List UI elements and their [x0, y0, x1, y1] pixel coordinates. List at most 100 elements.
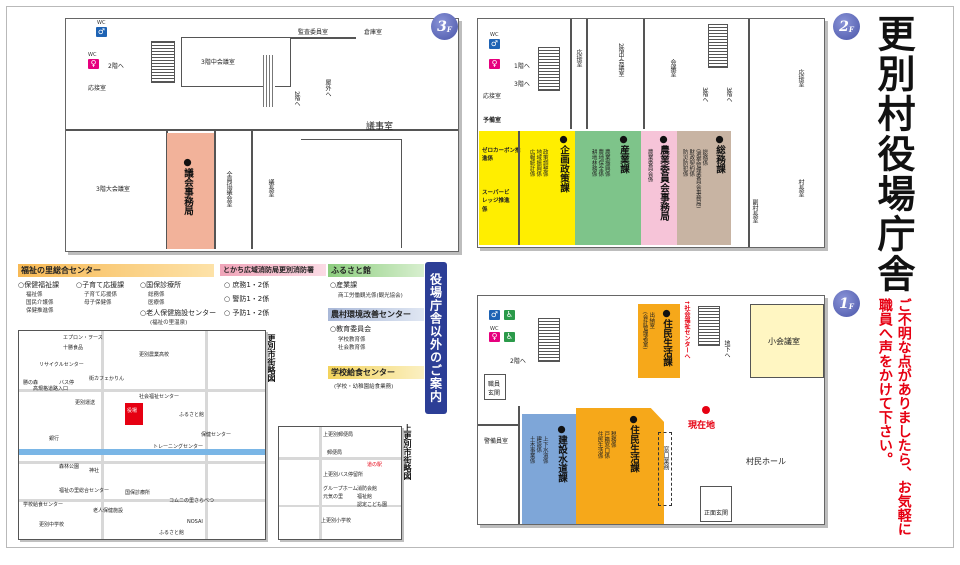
label-down: 2階へ: [293, 91, 300, 107]
welfare-sub: 保健推進係: [26, 308, 54, 314]
dept-planning[interactable]: 企画政策課: [558, 134, 569, 193]
wc-label: WC: [88, 52, 97, 58]
zone-cashier: [638, 304, 680, 378]
zone-resident: [576, 408, 664, 524]
map-label: 上更別バス停留所: [323, 472, 364, 478]
stairs: [538, 318, 560, 362]
map-label: 森林公園: [59, 464, 80, 470]
wc-female-icon: ♀: [489, 59, 500, 69]
hometown-sub: 商工労働観光係(観光協会): [338, 293, 403, 299]
map-label: コムニの里さらべつ: [169, 498, 215, 504]
label-down1: 1階へ: [514, 63, 530, 70]
map-label: 学校給食センター: [23, 502, 64, 508]
map-label: 神社: [89, 468, 100, 474]
welfare-sub: 母子保健係: [84, 300, 112, 306]
dept-resident-cashier[interactable]: 住民生活課: [661, 308, 672, 367]
map-label: 更別運送: [75, 400, 96, 406]
rural-sub: 学校教育係: [338, 337, 366, 343]
office-council[interactable]: [167, 133, 214, 249]
fire-item: ○ 庶務1・2係: [224, 281, 270, 289]
you-are-here-icon: [702, 406, 710, 414]
map-label: 道の駅: [367, 462, 383, 468]
zone-yellow: [479, 131, 575, 245]
wc-male-icon: ♂: [96, 27, 107, 37]
map-label: トレーニングセンター: [153, 444, 204, 450]
map-label: ふるさと館: [179, 412, 205, 418]
lunch-title: 学校給食センター: [328, 366, 424, 379]
notice-text: ご不明な点がありましたら、お気軽に職員へ声をかけて下さい。: [876, 298, 912, 536]
map-label: 国保診療所: [125, 490, 151, 496]
map-label: 消防会館: [357, 486, 378, 492]
room-small-meeting: 小会議室: [768, 337, 800, 346]
map-sarabetsu: エプロン・ヲース 十勝食品 更別農業高校 リサイクルセンター 勝の森 バス停 高…: [18, 330, 266, 540]
map-label: 福祉館: [357, 494, 373, 500]
fire-title: とかち広域消防局更別消防署: [220, 264, 326, 276]
room-assembly: 議事室: [366, 122, 394, 132]
map-label: 上更別小学校: [321, 518, 352, 524]
dept-industry[interactable]: 産業課: [618, 134, 629, 174]
map-label: 高規格道路入口: [33, 386, 69, 392]
dept-construction-sub: 上下水道係建設係土木事業係: [528, 436, 548, 464]
map-label: 上更別郵便局: [323, 432, 354, 438]
room-mayor: 村長室: [797, 179, 804, 197]
dept-cashier-sub: 出納室(会計管理者室): [641, 312, 655, 350]
accessible-icon: ♿: [504, 332, 515, 342]
map1-title: 更別市街略図: [267, 334, 276, 382]
dept-planning-sub: 政策調整係地域振興係広報統計係: [528, 149, 548, 177]
map-label: ふるさと館: [159, 530, 185, 536]
marker-town-hall: [125, 403, 143, 425]
map-label: グループホーム: [323, 486, 358, 492]
map-label: 更別農業高校: [139, 352, 170, 358]
label-down2: 2階へ: [510, 358, 526, 365]
map-label: 福祉の里総合センター: [59, 488, 110, 494]
room-hall: 村民ホール: [746, 457, 786, 466]
welfare-title: 福祉の里総合センター: [18, 264, 214, 277]
label-zero-carbon: ゼロカーボン推進係: [482, 148, 521, 163]
room-reserve: 予備室: [483, 117, 502, 124]
hometown-title: ふるさと館: [328, 264, 424, 277]
page-title: 更別村役場庁舎: [871, 14, 915, 294]
welfare-sub: (福祉の里温泉): [150, 320, 188, 326]
dept-general[interactable]: 総務課: [714, 134, 725, 174]
dept-resident[interactable]: 住民生活課: [628, 414, 639, 473]
map-kamisarabetsu: 上更別郵便局 道の駅 郵便局 上更別バス停留所 消防会館 福祉館 上更別小学校 …: [278, 426, 402, 540]
dept-construction[interactable]: 建設水道課: [556, 424, 567, 483]
dept-industry-sub: 農業振興係農地保全係耕地林務係: [590, 149, 610, 177]
label-basement: 地下へ: [723, 340, 730, 358]
map-label: 十勝食品: [63, 345, 84, 351]
room-reception: 応接室: [88, 85, 107, 92]
map-label: 勝の森: [23, 380, 39, 386]
welfare-sub: 子育て応援係: [84, 292, 118, 298]
map-label: 保健センター: [201, 432, 232, 438]
wc-label: WC: [490, 32, 499, 38]
dept-agri-committee[interactable]: 農業委員会事務局: [658, 134, 669, 221]
label-up3c: 3階へ: [725, 87, 732, 103]
room-main-entrance: 正面玄関: [704, 510, 729, 517]
dept-agri-sub: 農業委員会係: [646, 149, 653, 182]
room-reception: 応接室: [575, 49, 582, 67]
room-mid-meeting: 2階中会議室: [617, 43, 624, 77]
map-label: 認定こども園: [357, 502, 388, 508]
room-hospitality: 応接室: [483, 93, 502, 100]
wc-label: WC: [97, 20, 106, 26]
dept-resident-sub: 税務係戸籍窓口係住民生活係: [596, 431, 616, 459]
map-label: エプロン・ヲース: [63, 335, 103, 341]
welfare-sub: 医療係: [148, 300, 165, 306]
label-to-welfare: ↑社会福祉センターへ: [683, 300, 690, 360]
label-counter: 窓口業務: [662, 446, 669, 470]
welfare-group-1: ○保健福祉課: [18, 281, 60, 289]
lunch-sub: (学校・幼稚園給食業務): [334, 384, 394, 390]
welfare-group-4: ○老人保健施設センター: [140, 309, 217, 317]
you-are-here: 現在地: [688, 421, 716, 431]
map-label: 街カフェかりん: [89, 376, 125, 382]
room-guard: 警備員室: [484, 438, 509, 445]
zone-construction: [522, 414, 576, 524]
map-label: 役場: [127, 408, 138, 414]
room-speaker: 議長室: [267, 179, 274, 197]
rural-item: ○教育委員会: [330, 325, 372, 333]
wc-female-icon: ♀: [489, 332, 500, 342]
room-committee: 全員協議会室: [225, 171, 232, 207]
